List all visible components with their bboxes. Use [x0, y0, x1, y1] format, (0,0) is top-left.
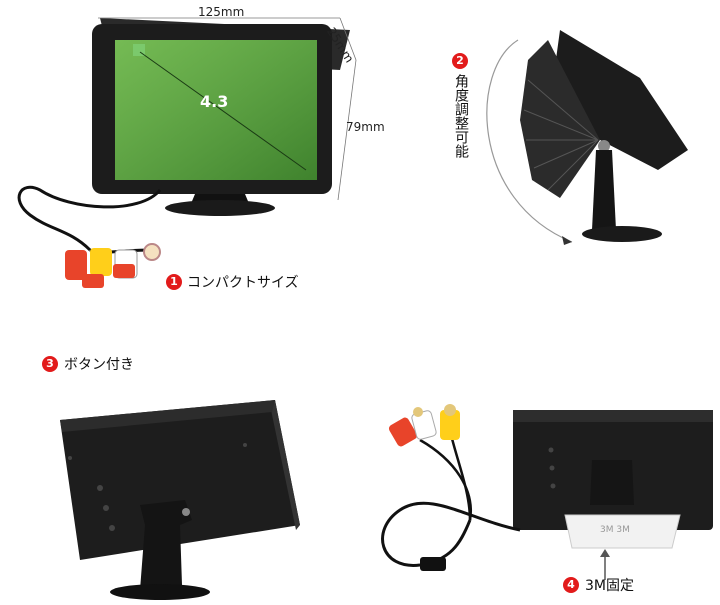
- feature-label-3m: 3M固定: [585, 578, 634, 594]
- screen-diagonal-label: 4.3: [200, 92, 229, 111]
- rca-cable-icon: [381, 404, 521, 571]
- feature-label-angle: 角度調整可能: [452, 74, 469, 158]
- feature-badge-2: 2: [452, 53, 468, 69]
- feature-badge-1: 1: [166, 274, 182, 290]
- feature-badge-4: 4: [563, 577, 579, 593]
- feature-label-compact: コンパクトサイズ: [187, 275, 299, 291]
- width-dimension: 125mm: [198, 5, 245, 19]
- feature-label-angle-text: 角度調整可能: [453, 74, 469, 158]
- height-dimension: 79mm: [346, 120, 385, 134]
- feature-label-buttons: ボタン付き: [64, 357, 134, 373]
- svg-text:3M 3M: 3M 3M: [600, 525, 630, 535]
- feature-badge-3: 3: [42, 356, 58, 372]
- angle-arc-icon: [486, 39, 573, 243]
- arrow-up-icon: [600, 549, 610, 580]
